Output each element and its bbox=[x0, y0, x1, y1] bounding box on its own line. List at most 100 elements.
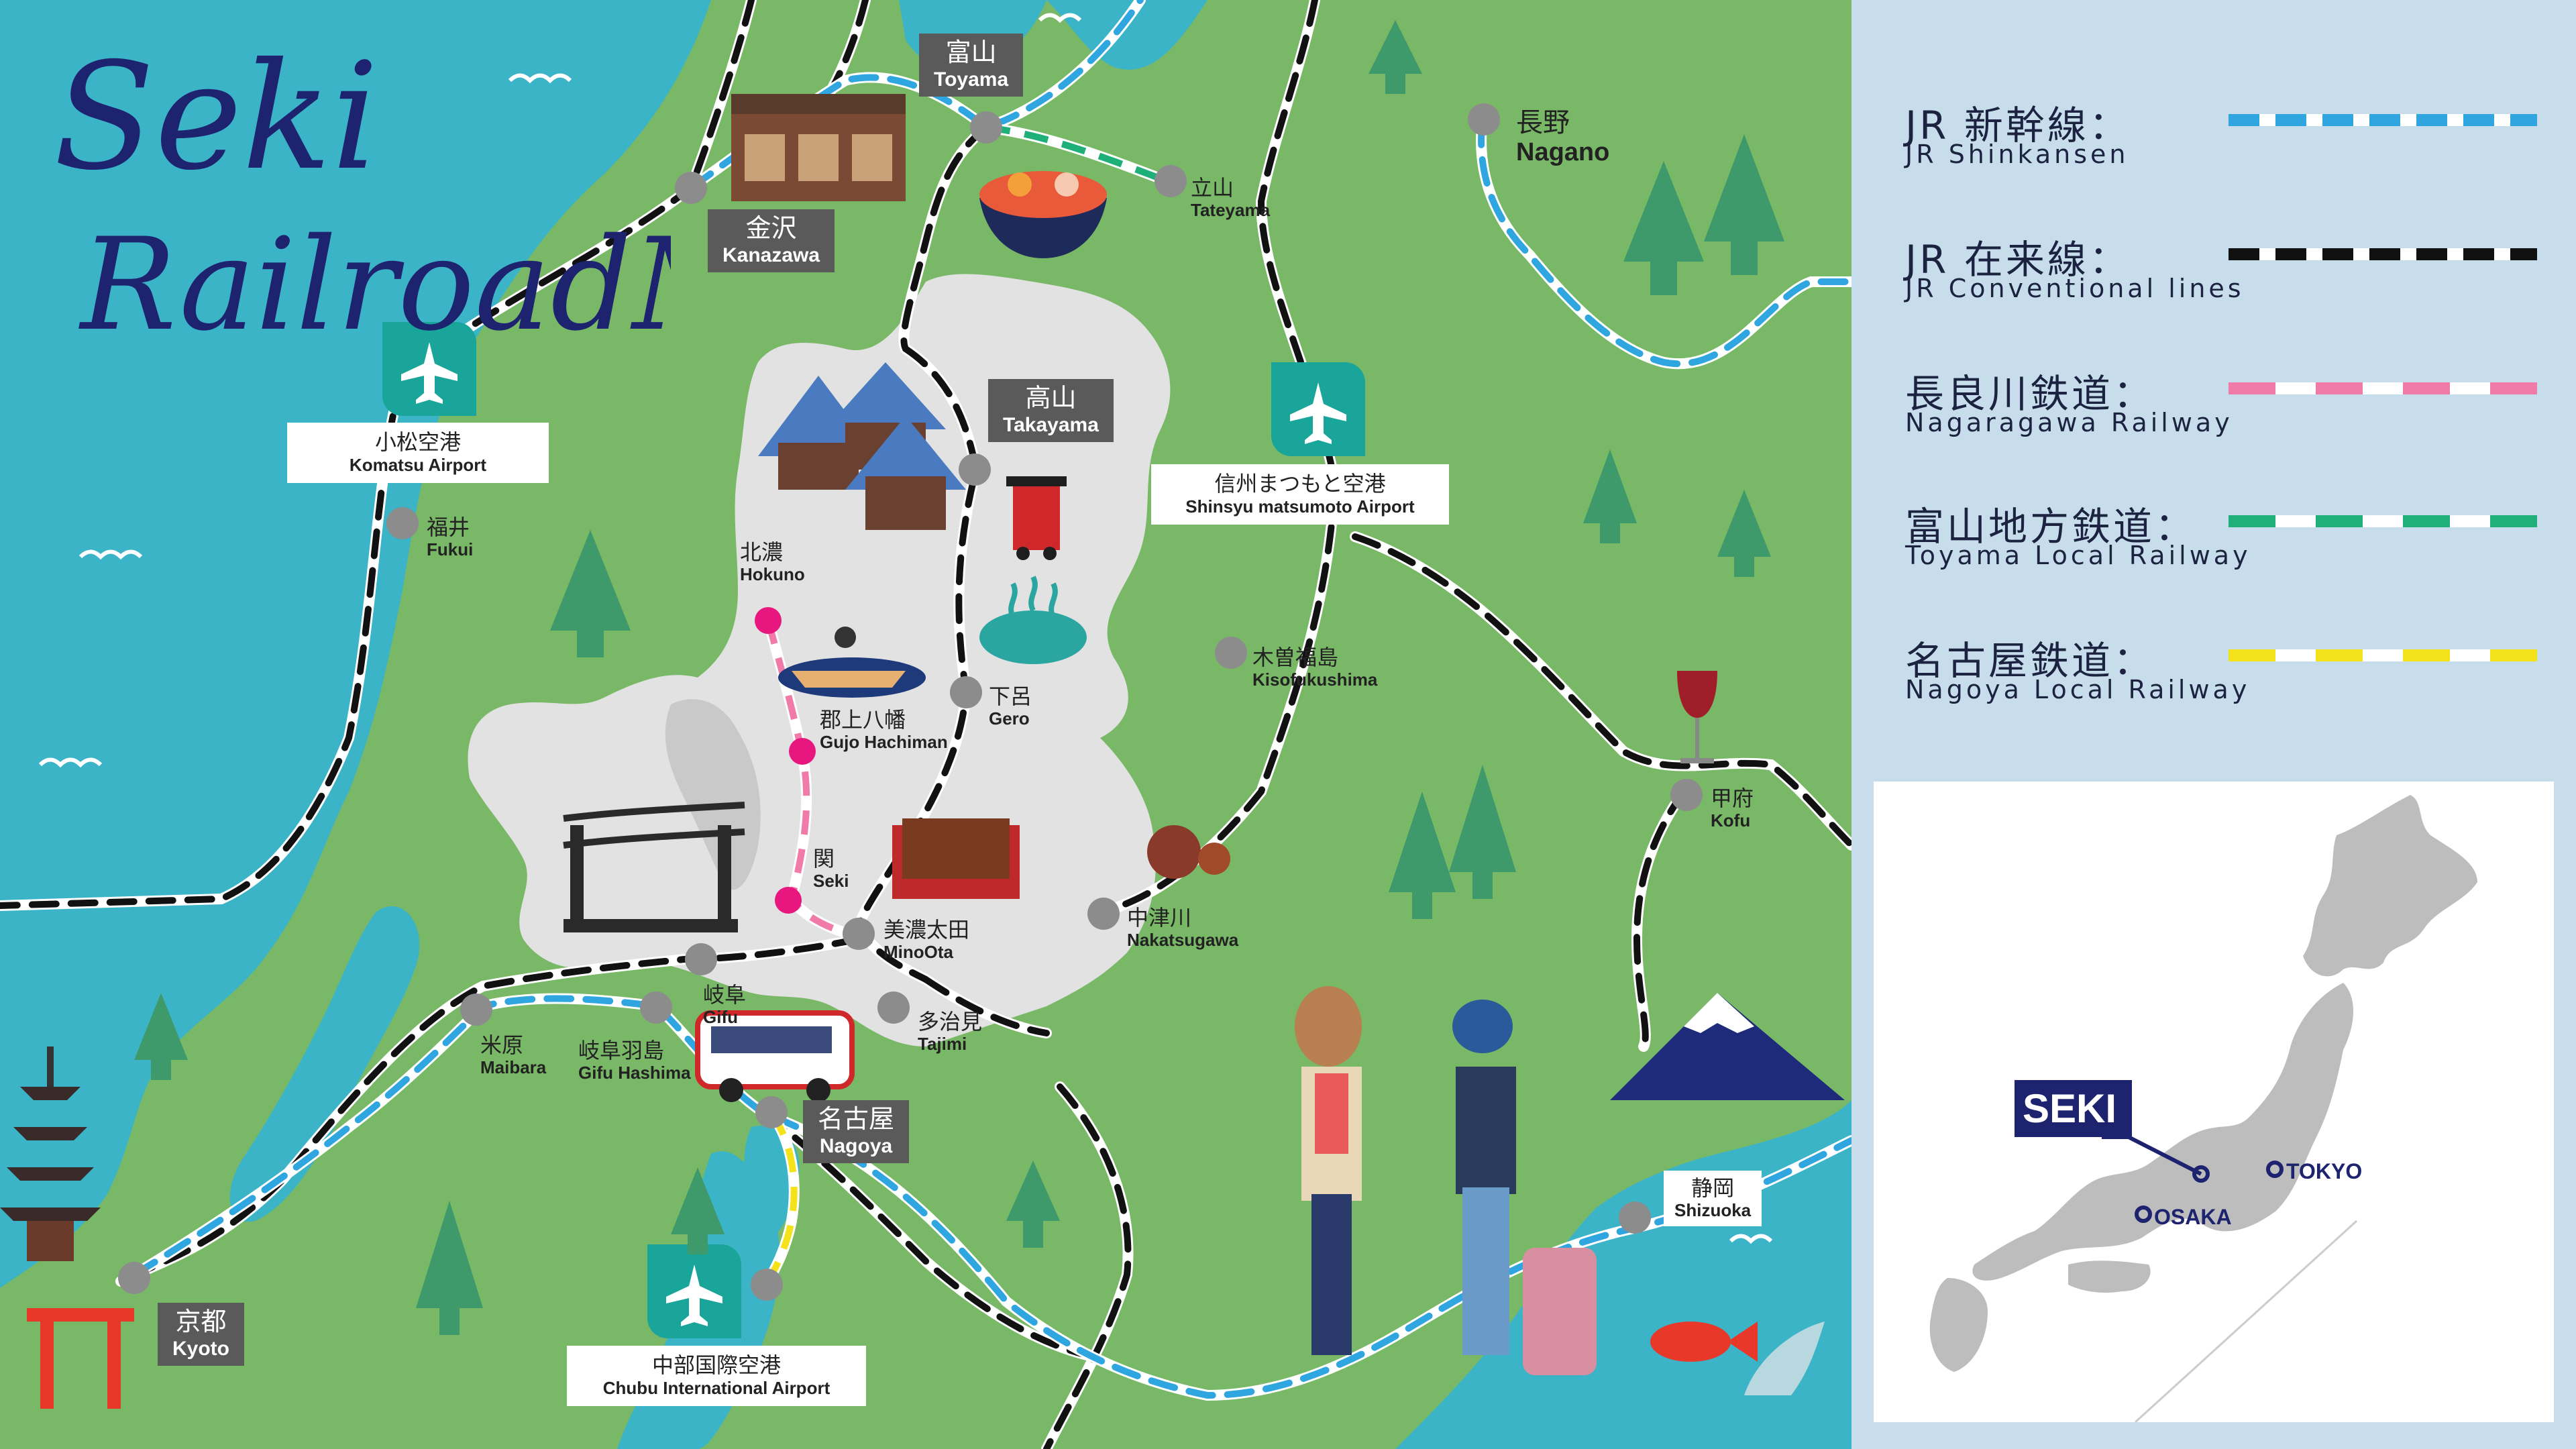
legend-label-en: Nagaragawa Railway bbox=[1905, 408, 2233, 437]
tree-icons bbox=[134, 20, 1784, 1335]
legend-item-nagoya-local: 名古屋鉄道： Nagoya Local Railway bbox=[1905, 629, 2537, 730]
station-label-nagoya: 名古屋 Nagoya bbox=[803, 1100, 910, 1164]
station-dot-gero[interactable] bbox=[950, 676, 982, 708]
honshu-shape bbox=[1972, 983, 2353, 1281]
legend-item-conventional: JR 在来線： JR Conventional lines bbox=[1905, 228, 2537, 329]
unagi-box-illustration bbox=[892, 818, 1020, 899]
shikoku-shape bbox=[2068, 1260, 2151, 1293]
station-dot-tateyama[interactable] bbox=[1155, 165, 1187, 197]
seki-marker[interactable] bbox=[2192, 1165, 2210, 1183]
station-dot-kyoto[interactable] bbox=[118, 1262, 150, 1294]
pagoda-illustration bbox=[0, 1046, 101, 1261]
fish-illustration bbox=[1650, 1322, 1758, 1362]
legend-swatch-nagoya-local bbox=[2229, 649, 2537, 661]
station-dot-maibara[interactable] bbox=[460, 994, 492, 1026]
sword-illustration bbox=[563, 802, 745, 932]
legend-label-en: JR Conventional lines bbox=[1905, 274, 2245, 303]
tree-icon bbox=[1449, 765, 1516, 899]
station-dot-gifuhashima[interactable] bbox=[640, 991, 672, 1024]
legend-label-en: Nagoya Local Railway bbox=[1905, 675, 2251, 704]
station-dots bbox=[118, 103, 1703, 1301]
legend-swatch-toyama-local bbox=[2229, 515, 2537, 527]
station-dot-kanazawa[interactable] bbox=[675, 172, 707, 204]
station-dot-kisofukushima[interactable] bbox=[1215, 637, 1247, 669]
map-title: Seki RailroadMap bbox=[54, 31, 671, 359]
dolphin-illustration bbox=[1744, 1322, 1825, 1395]
mount-fuji-illustration bbox=[1610, 993, 1845, 1100]
station-dot-shizuoka[interactable] bbox=[1619, 1201, 1651, 1234]
map-canvas bbox=[0, 0, 1851, 1449]
japan-inset-map: SEKI TOKYO OSAKA bbox=[1874, 782, 2554, 1424]
station-dot-nagoya[interactable] bbox=[755, 1096, 788, 1128]
kanazawa-house-illustration bbox=[731, 94, 906, 201]
kyushu-shape bbox=[1929, 1278, 1988, 1372]
airport-icon-komatsu[interactable] bbox=[382, 322, 476, 416]
station-label-kanazawa: 金沢 Kanazawa bbox=[708, 209, 835, 273]
legend-label-jp: 名古屋鉄道： bbox=[1905, 638, 2155, 684]
lake-biwa bbox=[229, 906, 420, 1222]
legend-swatch-shinkansen bbox=[2229, 114, 2537, 126]
chestnut-illustration bbox=[1147, 825, 1230, 879]
station-dot-seki[interactable] bbox=[775, 887, 802, 914]
okinawa-divider bbox=[2134, 1220, 2358, 1424]
suruga-bay bbox=[1648, 1189, 1851, 1449]
japan-inset-svg: SEKI TOKYO OSAKA bbox=[1929, 795, 2477, 1424]
station-dot-kofu[interactable] bbox=[1670, 779, 1703, 811]
station-dot-gujo[interactable] bbox=[789, 738, 816, 765]
tree-icon bbox=[134, 993, 188, 1080]
seki-tag bbox=[2015, 1080, 2132, 1137]
tree-icon bbox=[416, 1201, 483, 1335]
title-line1: Seki bbox=[54, 31, 379, 203]
airport-icon-matsumoto[interactable] bbox=[1271, 362, 1365, 456]
tokyo-marker[interactable] bbox=[2266, 1161, 2284, 1178]
legend-label-jp: JR 新幹線： bbox=[1905, 103, 2131, 148]
legend-swatch-conventional bbox=[2229, 248, 2537, 260]
osaka-label: OSAKA bbox=[2154, 1205, 2232, 1229]
tree-icon bbox=[1704, 134, 1784, 275]
station-dot-minoota[interactable] bbox=[843, 918, 875, 950]
station-dot-gifu[interactable] bbox=[685, 943, 717, 975]
station-dot-hokuno[interactable] bbox=[755, 607, 782, 634]
station-dot-fukui[interactable] bbox=[386, 507, 419, 539]
station-dot-takayama[interactable] bbox=[959, 453, 991, 486]
osaka-marker[interactable] bbox=[2135, 1205, 2152, 1223]
gassho-houses-illustration bbox=[758, 362, 966, 530]
travelers-illustration bbox=[1295, 986, 1597, 1375]
station-label-takayama: 高山 Takayama bbox=[988, 379, 1114, 443]
seafood-bowl-illustration bbox=[979, 171, 1107, 258]
station-dot-tajimi[interactable] bbox=[877, 991, 910, 1024]
tree-icon bbox=[1623, 161, 1704, 295]
hokkaido-shape bbox=[2303, 795, 2477, 977]
tree-icon bbox=[671, 1167, 724, 1254]
station-dot-toyama[interactable] bbox=[970, 111, 1002, 144]
tree-icon bbox=[1583, 449, 1637, 543]
tokyo-label: TOKYO bbox=[2286, 1159, 2362, 1183]
station-dot-chubu[interactable] bbox=[751, 1269, 783, 1301]
legend-label-jp: 富山地方鉄道： bbox=[1905, 504, 2197, 549]
tree-icon bbox=[1006, 1161, 1060, 1248]
station-label-toyama: 富山 Toyama bbox=[919, 34, 1024, 97]
airport-icon-chubu[interactable] bbox=[647, 1244, 741, 1338]
station-dot-nakatsugawa[interactable] bbox=[1087, 898, 1120, 930]
station-label-kyoto: 京都 Kyoto bbox=[158, 1303, 244, 1366]
legend-swatch-nagaragawa bbox=[2229, 382, 2537, 394]
bus-illustration bbox=[695, 1010, 855, 1102]
legend-item-shinkansen: JR 新幹線： JR Shinkansen bbox=[1905, 94, 2537, 195]
fishing-boat-illustration bbox=[778, 627, 926, 698]
station-dot-nagano[interactable] bbox=[1468, 103, 1500, 136]
